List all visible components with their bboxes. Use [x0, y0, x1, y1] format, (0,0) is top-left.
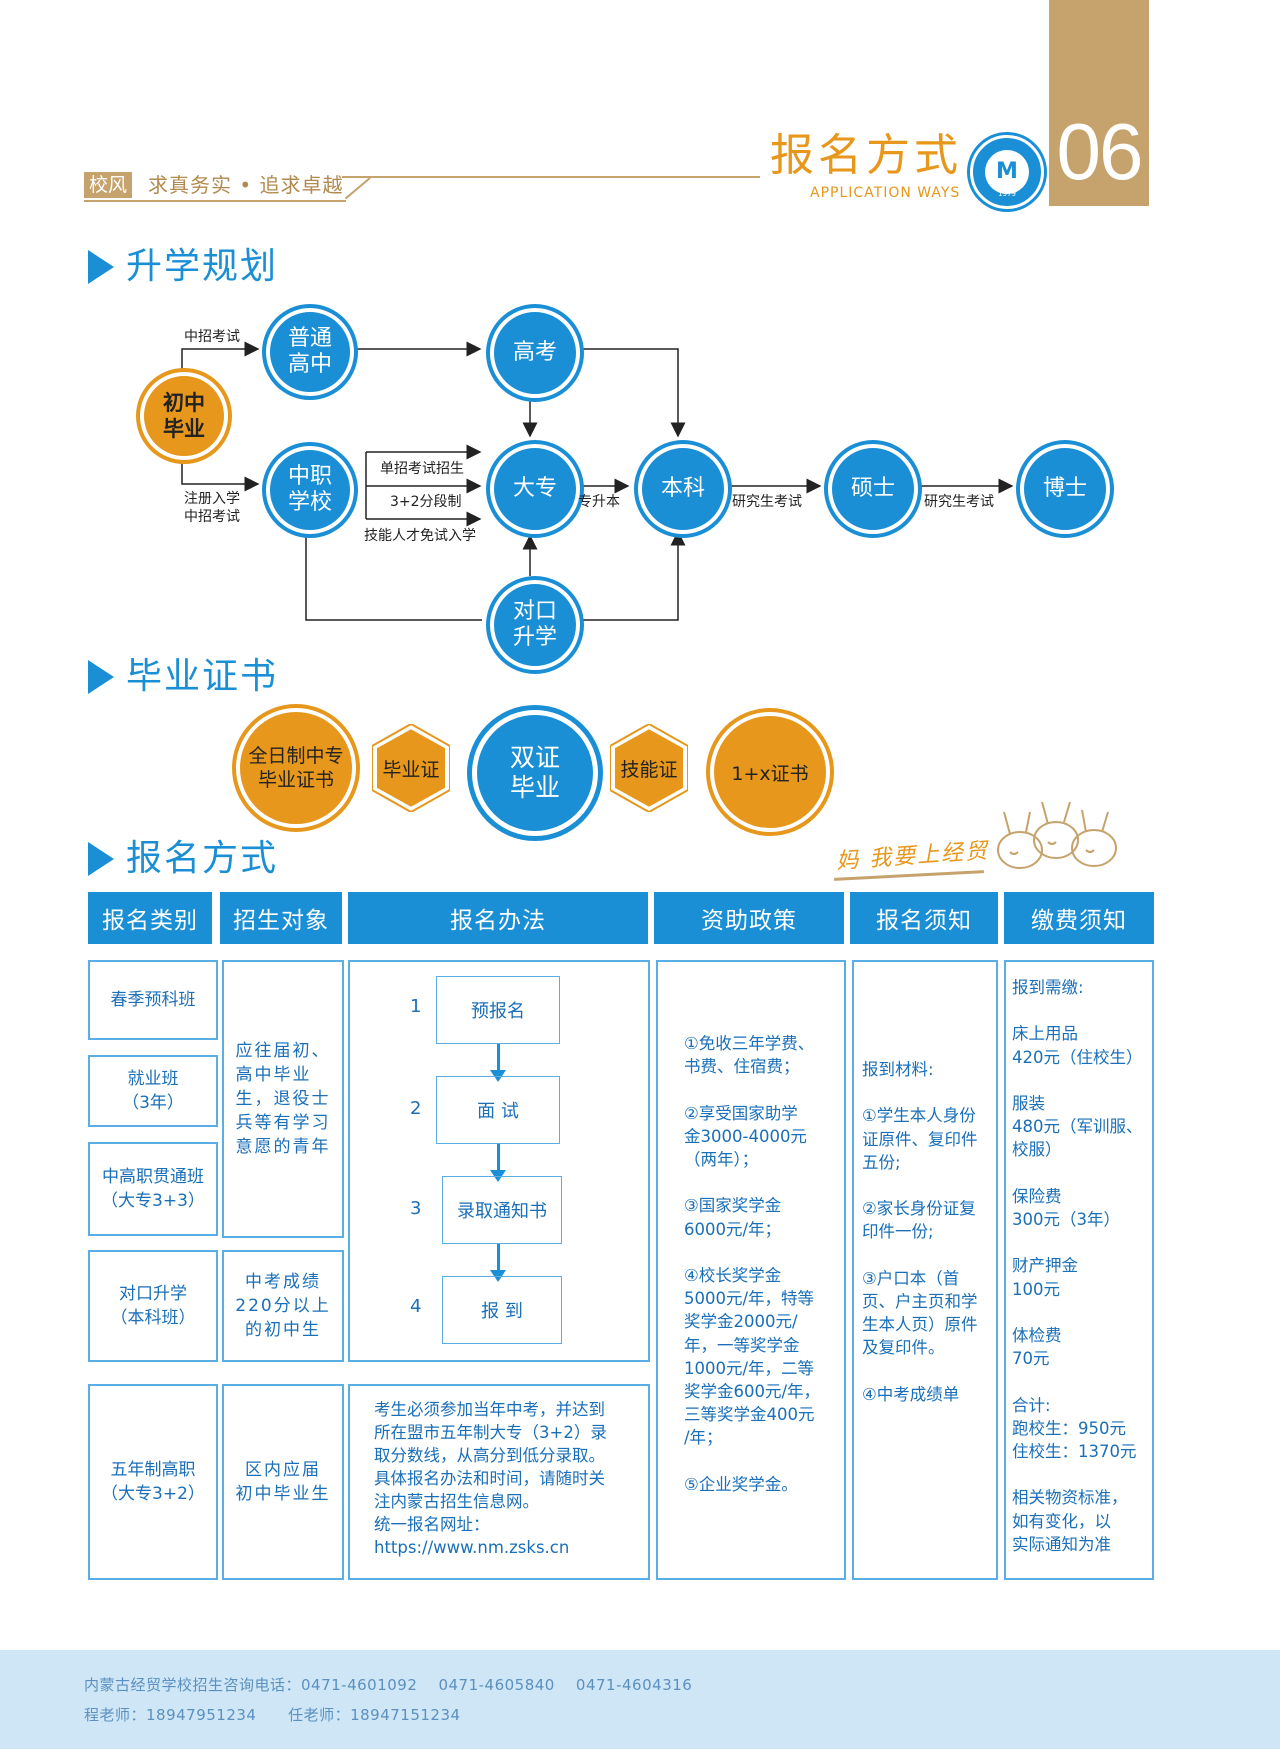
- page-number: 06: [1056, 107, 1144, 196]
- node-label: 博士: [1042, 476, 1087, 501]
- school-logo: M 1979: [970, 135, 1044, 209]
- triangle-icon: [88, 250, 114, 284]
- step-admission-notice: 录取通知书: [442, 1176, 562, 1244]
- node-duikou: 对口 升学: [490, 580, 580, 670]
- step-number: 1: [410, 996, 422, 1017]
- step-arrow-icon: [490, 1244, 506, 1282]
- node-label: 硕士: [850, 476, 895, 501]
- cert-one-plus-x: 1+x证书: [710, 712, 830, 832]
- step-number: 3: [410, 1198, 422, 1219]
- header-rule: [342, 176, 760, 178]
- page-subtitle: APPLICATION WAYS: [810, 185, 961, 201]
- section-title: 报名方式: [126, 838, 279, 879]
- cert-label: 毕业证: [382, 758, 440, 781]
- label-grad-exam: 研究生考试: [732, 494, 802, 510]
- node-shuoshi: 硕士: [828, 444, 918, 534]
- five-year-method-text: 考生必须参加当年中考，并达到 所在盟市五年制大专（3+2）录 取分数线，从高分到…: [374, 1400, 607, 1557]
- rabbit-cartoon-icon: [997, 801, 1117, 869]
- label-zhongzhao: 中招考试: [184, 329, 240, 345]
- label-segment: 3+2分段制: [390, 494, 462, 510]
- triangle-icon: [88, 660, 114, 694]
- fees-text: 报到需缴: 床上用品 420元（住校生） 服装 480元（军训服、 校服） 保险…: [1012, 978, 1143, 1554]
- label-grad-exam: 研究生考试: [924, 494, 994, 510]
- target-cell: 中考成绩 220分以上 的初中生: [222, 1250, 344, 1362]
- target-cell: 区内应届 初中毕业生: [222, 1384, 344, 1580]
- motto-badge: 校风: [84, 172, 132, 198]
- category-cell: 春季预科班: [88, 960, 218, 1040]
- notice-box: [852, 960, 998, 1580]
- node-high-school: 普通 高中: [266, 308, 354, 396]
- target-cell: 应往届初、 高中毕业 生，退役士 兵等有学习 意愿的青年: [222, 960, 344, 1238]
- cert-hex-diploma-shape: [372, 724, 450, 812]
- triangle-icon: [88, 842, 114, 876]
- fees-box: [1004, 960, 1154, 1580]
- section-title: 毕业证书: [126, 656, 279, 697]
- step-arrow-icon: [490, 1144, 506, 1182]
- node-vocational-school: 中职 学校: [266, 446, 354, 534]
- node-benke: 本科: [638, 444, 728, 534]
- logo-mark: M: [996, 159, 1018, 184]
- node-label: 大专: [512, 476, 557, 501]
- footer-phone-line: 内蒙古经贸学校招生咨询电话：0471-4601092 0471-4605840 …: [84, 1676, 693, 1694]
- node-boshi: 博士: [1020, 444, 1110, 534]
- footer-teacher-line: 程老师：18947951234 任老师：18947151234: [84, 1706, 461, 1724]
- method-steps-box: [348, 960, 650, 1362]
- aid-policy-box: [656, 960, 846, 1580]
- table-header-category: 报名类别: [88, 892, 212, 944]
- motto-text: 求真务实 • 追求卓越: [148, 173, 344, 197]
- label-register: 注册入学 中招考试: [184, 491, 240, 525]
- header-rule-bottom: [84, 200, 346, 202]
- node-label: 对口 升学: [512, 599, 557, 650]
- cert-hex-skill-shape: [610, 724, 688, 812]
- category-cell: 对口升学 （本科班）: [88, 1250, 218, 1362]
- logo-inner: M: [985, 150, 1029, 194]
- logo-year: 1979: [998, 190, 1016, 198]
- step-check-in: 报 到: [442, 1276, 562, 1344]
- cert-label: 技能证: [620, 758, 678, 781]
- page-title: 报名方式: [770, 130, 962, 181]
- page-number-tab: 06: [1049, 0, 1149, 206]
- step-number: 4: [410, 1296, 422, 1317]
- step-number: 2: [410, 1098, 422, 1119]
- aid-policy-text: ①免收三年学费、 书费、住宿费； ②享受国家助学 金3000-4000元 （两年…: [684, 1034, 821, 1494]
- node-label: 普通 高中: [287, 326, 332, 377]
- five-year-method-box: [348, 1384, 650, 1580]
- node-junior-graduation: 初中 毕业: [140, 372, 228, 460]
- cert-label: 全日制中专 毕业证书: [248, 745, 344, 791]
- table-header-fees: 缴费须知: [1004, 892, 1154, 944]
- node-dazhuan: 大专: [490, 444, 580, 534]
- node-label: 本科: [660, 476, 705, 501]
- section-title: 升学规划: [126, 246, 279, 287]
- footer: 内蒙古经贸学校招生咨询电话：0471-4601092 0471-4605840 …: [0, 1650, 1280, 1749]
- category-cell: 就业班 （3年）: [88, 1055, 218, 1127]
- node-label: 初中 毕业: [163, 391, 205, 441]
- cert-label: 双证 毕业: [509, 743, 560, 802]
- cert-dual: 双证 毕业: [472, 710, 598, 836]
- step-arrow-icon: [490, 1044, 506, 1082]
- label-skill: 技能人才免试入学: [364, 528, 476, 544]
- table-header-notice: 报名须知: [850, 892, 998, 944]
- step-pre-registration: 预报名: [436, 976, 560, 1044]
- notice-text: 报到材料: ①学生本人身份 证原件、复印件 五份; ②家长身份证复 印件一份; …: [862, 1060, 978, 1404]
- category-cell: 五年制高职 （大专3+2）: [88, 1384, 218, 1580]
- node-label: 高考: [512, 340, 557, 365]
- label-zhuanshengben: 专升本: [578, 494, 620, 510]
- node-gaokao: 高考: [490, 308, 580, 398]
- flow-connectors: [181, 341, 1014, 621]
- cartoon-caption: 妈 我要上经贸: [835, 838, 990, 875]
- label-danzhao: 单招考试招生: [380, 461, 464, 477]
- cert-label: 1+x证书: [731, 762, 809, 785]
- category-cell: 中高职贯通班 （大专3+3）: [88, 1142, 218, 1236]
- table-header-method: 报名办法: [348, 892, 648, 944]
- cert-fulltime-diploma: 全日制中专 毕业证书: [236, 708, 356, 828]
- node-label: 中职 学校: [287, 464, 332, 515]
- cert-diploma: 毕业证: [372, 724, 450, 812]
- cert-skill: 技能证: [610, 724, 688, 812]
- table-header-target: 招生对象: [220, 892, 342, 944]
- step-interview: 面 试: [436, 1076, 560, 1144]
- table-header-aid: 资助政策: [654, 892, 844, 944]
